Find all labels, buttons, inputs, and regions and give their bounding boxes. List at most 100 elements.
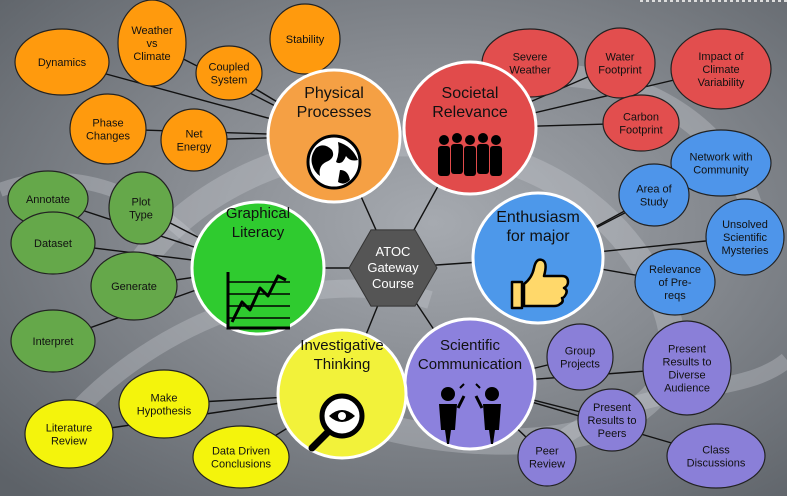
node-label-line: Phase xyxy=(92,117,123,129)
node-label-line: Changes xyxy=(86,130,131,142)
node-label-line: Interpret xyxy=(33,336,74,348)
subtopic-bubble xyxy=(618,163,690,227)
node-label-line: Water xyxy=(606,51,635,63)
node-label-line: Present xyxy=(593,402,631,414)
crowd-icon xyxy=(438,133,502,176)
node-label-line: Footprint xyxy=(598,64,641,76)
subtopic-bubble xyxy=(10,211,96,275)
node-label-line: Processes xyxy=(297,104,372,121)
subtopic-bubble xyxy=(670,28,772,110)
globe-icon xyxy=(306,134,362,190)
node-label-line: Unsolved xyxy=(722,219,768,231)
node-label-line: vs xyxy=(147,38,159,50)
node-label-line: Coupled xyxy=(209,61,250,73)
node-label-line: Data Driven xyxy=(212,445,270,457)
subtopic-bubble xyxy=(118,369,210,439)
subtopic-bubble xyxy=(634,248,716,316)
subtopic-bubble xyxy=(269,3,341,75)
physical-subtopic-node: Stability xyxy=(269,3,341,75)
subtopic-bubble xyxy=(517,427,577,487)
node-label-line: Discussions xyxy=(687,457,746,469)
node-label-line: Gateway xyxy=(367,260,419,275)
physical-subtopic-node: Dynamics xyxy=(14,28,110,96)
graphical-subtopic-node: Generate xyxy=(90,251,178,321)
subtopic-bubble xyxy=(14,28,110,96)
subtopic-bubble xyxy=(160,108,228,172)
node-label-line: Physical xyxy=(304,85,364,102)
node-label-line: Mysteries xyxy=(721,245,769,257)
node-label-line: Severe xyxy=(513,51,548,63)
node-label-line: Present xyxy=(668,343,706,355)
subtopic-bubble xyxy=(584,27,656,99)
node-label-line: Projects xyxy=(560,358,600,370)
node-label-line: Footprint xyxy=(619,124,662,136)
node-label-line: Weather xyxy=(131,25,173,37)
node-label-line: Annotate xyxy=(26,194,70,206)
subtopic-bubble xyxy=(577,388,647,452)
subtopic-bubble xyxy=(666,423,766,489)
node-label-line: Review xyxy=(51,435,87,447)
node-label-line: Type xyxy=(129,209,153,221)
node-label-line: Scientific xyxy=(440,337,501,354)
subtopic-bubble xyxy=(642,320,732,416)
node-label-line: Variability xyxy=(698,77,745,89)
hub-circle xyxy=(402,60,538,196)
graphical-subtopic-node: Annotate xyxy=(7,170,89,228)
node-label-line: Area of xyxy=(636,183,672,195)
node-label-line: Investigative xyxy=(300,337,383,354)
node-label-line: Class xyxy=(702,444,730,456)
subtopic-bubble xyxy=(192,425,290,489)
node-label-line: Enthusiasm xyxy=(496,209,580,226)
center-hexagon xyxy=(348,229,438,307)
node-label-line: Diverse xyxy=(668,369,705,381)
node-label-line: Study xyxy=(640,196,669,208)
node-label-line: Review xyxy=(529,458,565,470)
node-label-line: Graphical xyxy=(226,205,290,222)
hub-circle xyxy=(190,200,326,336)
node-label-line: Weather xyxy=(509,64,551,76)
node-label-line: Dataset xyxy=(34,238,72,250)
subtopic-bubble xyxy=(705,198,785,276)
node-label-line: reqs xyxy=(664,290,686,302)
graphical-subtopic-node: Interpret xyxy=(10,309,96,373)
node-label-line: Generate xyxy=(111,281,157,293)
subtopic-bubble xyxy=(90,251,178,321)
node-label-line: Literature xyxy=(46,422,92,434)
subtopic-bubble xyxy=(24,399,114,469)
node-label-line: Results to xyxy=(663,356,712,368)
node-label-line: Plot xyxy=(132,196,151,208)
node-label-line: Scientific xyxy=(723,232,768,244)
node-label-line: Climate xyxy=(702,64,739,76)
node-label-line: Community xyxy=(693,164,749,176)
node-label-line: Literacy xyxy=(232,224,285,241)
node-label-line: Carbon xyxy=(623,111,659,123)
subtopic-bubble xyxy=(10,309,96,373)
node-label-line: Dynamics xyxy=(38,57,87,69)
subtopic-bubble xyxy=(670,129,772,197)
subtopic-bubble xyxy=(546,323,614,391)
node-label-line: Audience xyxy=(664,382,710,394)
